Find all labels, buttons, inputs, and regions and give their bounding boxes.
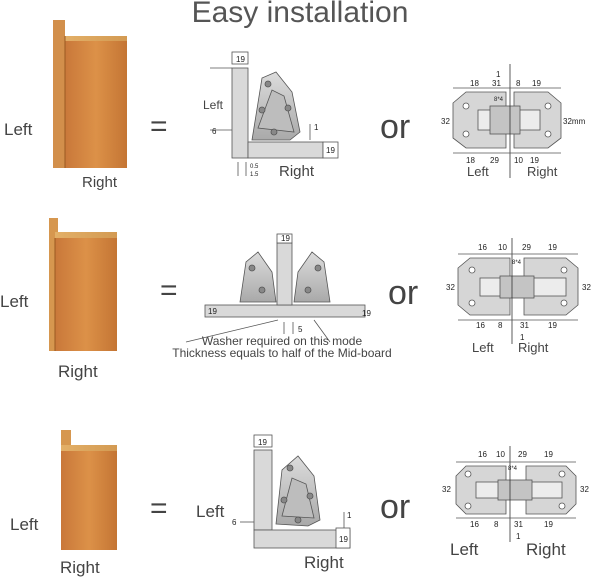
- page-title: Easy installation: [191, 0, 409, 29]
- hinge-side-view-row1: [210, 51, 339, 176]
- svg-text:32mm: 32mm: [563, 117, 586, 126]
- label-right-row1: Right: [82, 174, 118, 191]
- svg-text:32: 32: [446, 283, 455, 292]
- svg-text:1: 1: [347, 511, 352, 520]
- svg-text:19: 19: [326, 146, 335, 155]
- label-right-row2: Right: [58, 362, 98, 381]
- svg-text:10: 10: [496, 450, 505, 459]
- plate-label-right-row2: Right: [518, 340, 549, 355]
- or-text-row1: or: [380, 108, 411, 146]
- svg-text:19: 19: [281, 234, 290, 243]
- svg-text:19: 19: [532, 79, 541, 88]
- label-left-row3: Left: [10, 515, 39, 534]
- svg-text:1: 1: [496, 70, 501, 79]
- svg-text:32: 32: [441, 117, 450, 126]
- plate-label-right-row1: Right: [527, 164, 558, 179]
- svg-text:1.5: 1.5: [250, 172, 259, 178]
- plate-label-right-row3: Right: [526, 540, 566, 559]
- wood-board-row2: [49, 218, 117, 351]
- svg-text:5: 5: [298, 325, 303, 334]
- svg-text:19: 19: [208, 307, 217, 316]
- equals-sign-row3: =: [150, 492, 168, 525]
- equals-sign-row2: =: [160, 274, 178, 307]
- hinge-front-view-row2: [185, 233, 366, 343]
- hinge-label-left-row1: Left: [203, 98, 224, 112]
- svg-text:19: 19: [362, 309, 371, 318]
- svg-text:19: 19: [258, 438, 267, 447]
- svg-text:8*4: 8*4: [512, 260, 522, 266]
- svg-text:19: 19: [339, 535, 348, 544]
- hinge-dims-row3: 19 6 1 19: [232, 438, 352, 544]
- wood-board-row3: [61, 430, 117, 550]
- svg-text:19: 19: [548, 243, 557, 252]
- svg-text:16: 16: [476, 321, 485, 330]
- hinge-label-left-row3: Left: [196, 502, 225, 521]
- svg-text:29: 29: [490, 156, 499, 165]
- svg-text:31: 31: [520, 321, 529, 330]
- plate-dims-row2: 16 10 29 19 8*4 32 32 16 8 31 19 1: [446, 243, 591, 342]
- svg-text:32: 32: [442, 485, 451, 494]
- svg-text:29: 29: [522, 243, 531, 252]
- hinge-dims-row1: 19 6 1 19 0.5 1.5: [212, 55, 335, 178]
- svg-text:6: 6: [212, 127, 217, 136]
- svg-text:18: 18: [470, 79, 479, 88]
- svg-text:19: 19: [548, 321, 557, 330]
- svg-text:8: 8: [516, 79, 521, 88]
- svg-text:32: 32: [580, 485, 589, 494]
- or-text-row3: or: [380, 488, 411, 526]
- svg-text:8: 8: [498, 321, 503, 330]
- or-text-row2: or: [388, 274, 419, 312]
- svg-text:1: 1: [516, 532, 521, 541]
- svg-text:1: 1: [520, 333, 525, 342]
- svg-text:8*4: 8*4: [494, 97, 504, 103]
- plate-top-view-row1: [452, 64, 562, 178]
- svg-text:32: 32: [582, 283, 591, 292]
- svg-text:19: 19: [544, 450, 553, 459]
- svg-text:8*4: 8*4: [508, 466, 518, 472]
- svg-text:31: 31: [514, 520, 523, 529]
- wood-board-row1: [53, 20, 127, 168]
- label-left-row2: Left: [0, 292, 29, 311]
- svg-text:6: 6: [232, 518, 237, 527]
- svg-text:31: 31: [492, 79, 501, 88]
- svg-text:16: 16: [470, 520, 479, 529]
- svg-text:0.5: 0.5: [250, 164, 259, 170]
- label-right-row3: Right: [60, 558, 100, 577]
- svg-text:19: 19: [544, 520, 553, 529]
- svg-text:19: 19: [530, 156, 539, 165]
- svg-text:18: 18: [466, 156, 475, 165]
- svg-text:1: 1: [314, 123, 319, 132]
- equals-sign-row1: =: [150, 110, 168, 143]
- svg-text:29: 29: [518, 450, 527, 459]
- svg-text:10: 10: [498, 243, 507, 252]
- plate-label-left-row3: Left: [450, 540, 479, 559]
- plate-dims-row3: 16 10 29 19 8*4 32 32 16 8 31 19 1: [442, 450, 589, 541]
- svg-text:10: 10: [514, 156, 523, 165]
- plate-dims-row1: 1 18 31 8 19 8*4 32 32mm 18 29 10 19: [441, 70, 586, 165]
- plate-label-left-row1: Left: [467, 164, 489, 179]
- svg-text:16: 16: [478, 243, 487, 252]
- plate-top-view-row3: [455, 446, 577, 542]
- plate-label-left-row2: Left: [472, 340, 494, 355]
- label-left-row1: Left: [4, 120, 33, 139]
- hinge-label-right-row1: Right: [279, 163, 315, 180]
- svg-text:19: 19: [236, 55, 245, 64]
- hinge-label-right-row3: Right: [304, 553, 344, 572]
- washer-note-line2: Thickness equals to half of the Mid-boar…: [172, 346, 392, 360]
- svg-text:16: 16: [478, 450, 487, 459]
- hinge-dims-row2: 19 19 19 5: [208, 234, 371, 334]
- svg-text:8: 8: [494, 520, 499, 529]
- hinge-side-view-row3: [240, 434, 351, 549]
- washer-note-line1: Washer required on this mode: [201, 334, 363, 348]
- plate-top-view-row2: [457, 238, 579, 344]
